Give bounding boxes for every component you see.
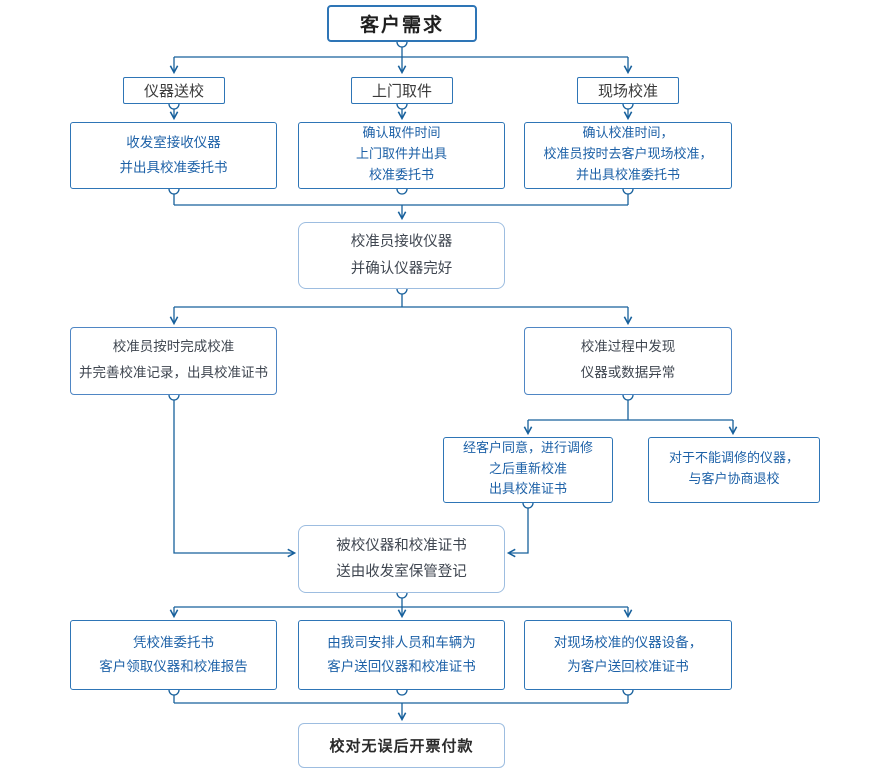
node-branch-onsite-calibration: 现场校准 xyxy=(577,77,679,104)
node-unrepairable-return: 对于不能调修的仪器， 与客户协商退校 xyxy=(648,437,820,503)
node-company-delivers: 由我司安排人员和车辆为 客户送回仪器和校准证书 xyxy=(298,620,505,690)
node-storage-registration: 被校仪器和校准证书 送由收发室保管登记 xyxy=(298,525,505,593)
node-calibration-completed: 校准员按时完成校准 并完善校准记录，出具校准证书 xyxy=(70,327,277,395)
node-confirm-onsite-time: 确认校准时间， 校准员按时去客户现场校准， 并出具校准委托书 xyxy=(524,122,732,189)
node-confirm-pickup-time: 确认取件时间 上门取件并出具 校准委托书 xyxy=(298,122,505,189)
node-branch-instrument-delivery: 仪器送校 xyxy=(123,77,225,104)
node-customer-demand: 客户需求 xyxy=(327,5,477,42)
node-repair-recalibrate: 经客户同意，进行调修 之后重新校准 出具校准证书 xyxy=(443,437,613,503)
node-abnormality-found: 校准过程中发现 仪器或数据异常 xyxy=(524,327,732,395)
node-invoice-payment: 校对无误后开票付款 xyxy=(298,723,505,768)
node-calibrator-receives: 校准员接收仪器 并确认仪器完好 xyxy=(298,222,505,289)
node-client-collects: 凭校准委托书 客户领取仪器和校准报告 xyxy=(70,620,277,690)
connector-lines xyxy=(169,47,738,722)
node-branch-door-pickup: 上门取件 xyxy=(351,77,453,104)
node-onsite-certificate-return: 对现场校准的仪器设备， 为客户送回校准证书 xyxy=(524,620,732,690)
node-mailroom-receives: 收发室接收仪器 并出具校准委托书 xyxy=(70,122,277,189)
